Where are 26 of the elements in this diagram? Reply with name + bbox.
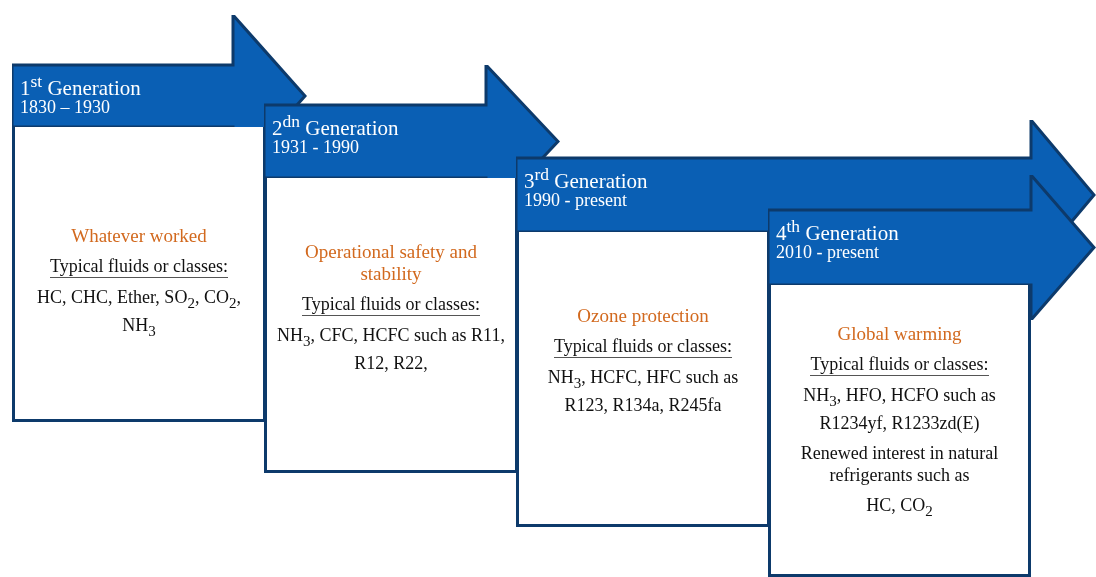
- list-heading: Typical fluids or classes:: [301, 293, 481, 316]
- date-range: 2010 - present: [776, 242, 879, 263]
- date-range: 1931 - 1990: [272, 137, 359, 158]
- info-card: [768, 285, 1031, 577]
- generation-title: 2$^{dn}$ Generation: [272, 111, 399, 140]
- generation-title: 3$^{rd}$ Generation: [524, 164, 648, 193]
- date-range: 1990 - present: [524, 190, 627, 211]
- fluid-list: NH$_{3}$, HCFC, HFC such as R123, R134a, R245fa: [525, 366, 761, 416]
- note-text: Renewed interest in natural refrigerants such as: [799, 441, 1000, 486]
- card-heading: Global warming: [837, 323, 962, 345]
- date-range: 1830 – 1930: [20, 97, 110, 118]
- card-heading: Ozone protection: [577, 305, 709, 327]
- card-heading: Operational safety and stability: [304, 241, 478, 285]
- generation-title: 4$^{th}$ Generation: [776, 216, 899, 245]
- list-heading: Typical fluids or classes:: [553, 335, 733, 358]
- info-card: [516, 232, 770, 527]
- generation-title: 1$^{st}$ Generation: [20, 71, 141, 100]
- fluid-list: NH$_{3}$, CFC, HCFC such as R11, R12, R22,: [273, 324, 509, 374]
- fluid-list: NH$_{3}$, HFO, HCFO such as R1234yf, R1233zd(E): [777, 384, 1022, 434]
- info-card: [12, 127, 266, 422]
- fluid-list: HC, CHC, Ether, SO$_{2}$, CO$_{2}$, NH$_{3}$: [21, 286, 257, 342]
- card-heading: Whatever worked: [71, 225, 207, 247]
- list-heading: Typical fluids or classes:: [810, 353, 989, 376]
- list-heading: Typical fluids or classes:: [49, 255, 229, 278]
- info-card: [264, 178, 518, 473]
- fluid-list: HC, CO$_{2}$: [866, 493, 933, 522]
